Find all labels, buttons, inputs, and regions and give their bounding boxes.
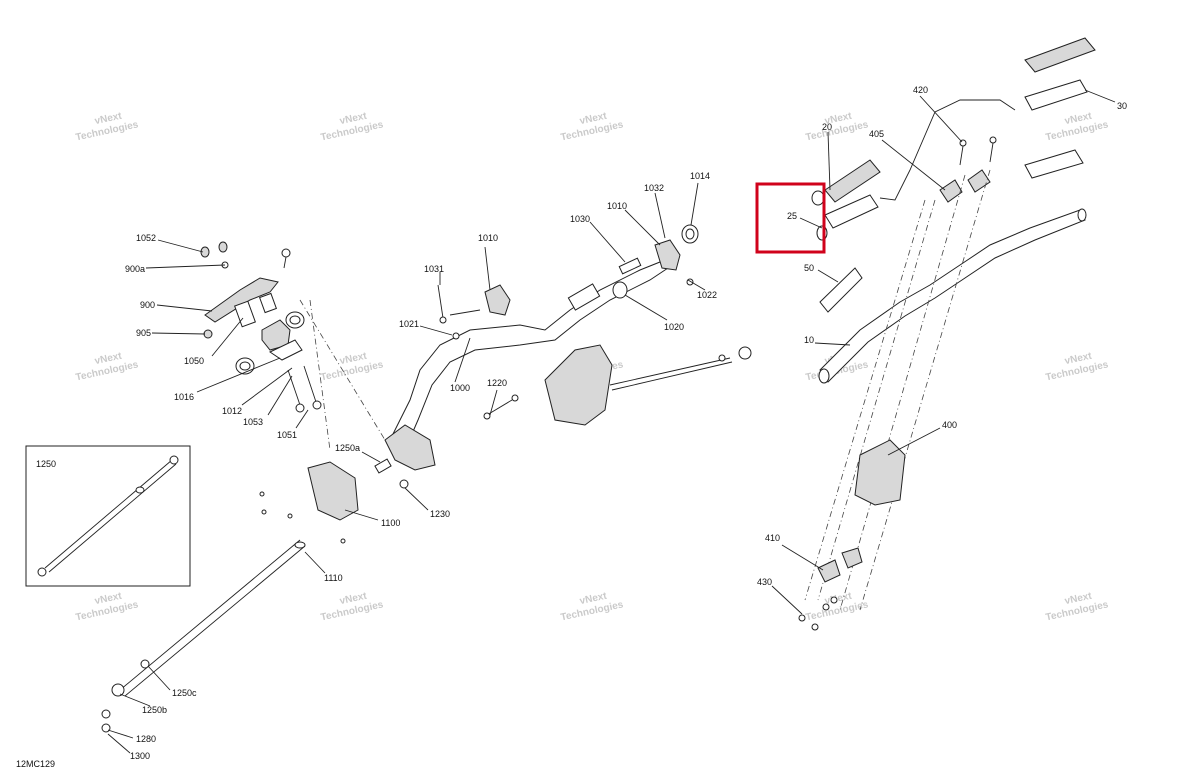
highlight-box (755, 182, 826, 254)
callout-label: 1250a (335, 443, 360, 453)
callout-labels: 1052 900a 900 905 1050 1016 1012 1053 10… (125, 85, 1127, 761)
callout-label: 405 (869, 129, 884, 139)
nut-part (200, 246, 210, 258)
ball-joint-part (738, 346, 752, 360)
callout-label: 10 (804, 335, 814, 345)
clamp-block-part (258, 292, 278, 314)
callout-label: 1012 (222, 406, 242, 416)
clamp-part (268, 339, 303, 361)
callout-label: 410 (765, 533, 780, 543)
grip-sleeve-part (819, 267, 863, 313)
inset-label: 1250 (36, 459, 56, 469)
callout-label: 1053 (243, 417, 263, 427)
watermark: vNext Technologies (1045, 351, 1110, 384)
watermark: vNext Technologies (805, 591, 870, 624)
watermark: vNext Technologies (75, 351, 140, 384)
steering-column-assembly (101, 224, 752, 733)
callout-label: 1000 (450, 383, 470, 393)
grip-sleeve-part (1024, 79, 1088, 111)
washer-part (399, 479, 409, 489)
callout-label: 1250c (172, 688, 197, 698)
callout-label: 420 (913, 85, 928, 95)
callout-label: 1022 (697, 290, 717, 300)
callout-label: 1020 (664, 322, 684, 332)
leader-lines (107, 89, 1116, 754)
clamp-part (817, 559, 841, 583)
callout-label: 1052 (136, 233, 156, 243)
callout-label: 1032 (644, 183, 664, 193)
callout-label: 430 (757, 577, 772, 587)
callout-label: 1031 (424, 264, 444, 274)
callout-label: 25 (787, 211, 797, 221)
bolt-part (374, 458, 392, 474)
callout-label: 900a (125, 264, 145, 274)
callout-label: 30 (1117, 101, 1127, 111)
clamp-block-part (484, 284, 511, 316)
callout-label: 1010 (607, 201, 627, 211)
callout-label: 1010 (478, 233, 498, 243)
watermark: vNext Technologies (805, 111, 870, 144)
callout-label: 1110 (324, 573, 343, 583)
switch-housing-part (939, 179, 963, 203)
callout-label: 1280 (136, 734, 156, 744)
watermark: vNext Technologies (1045, 111, 1110, 144)
callout-label: 1014 (690, 171, 710, 181)
steering-box-part (544, 344, 613, 426)
watermark: vNext Technologies (560, 111, 625, 144)
mount-plate-part (204, 277, 279, 323)
washer-part (203, 329, 213, 339)
switch-housing-part (967, 169, 991, 193)
callout-label: 1030 (570, 214, 590, 224)
callout-label: 20 (822, 122, 832, 132)
callout-label: 1021 (399, 319, 419, 329)
callout-label: 905 (136, 328, 151, 338)
callout-label: 1300 (130, 751, 150, 761)
grip-part (1024, 37, 1096, 73)
callout-label: 1100 (381, 518, 400, 528)
ball-joint-part (111, 683, 125, 697)
washer-part (101, 723, 111, 733)
clamp-block-part (654, 239, 681, 271)
sleeve-part (618, 257, 642, 275)
riser-clamp-assembly (200, 241, 386, 451)
riser-block-part (854, 439, 906, 506)
callout-label: 1051 (277, 430, 297, 440)
bushing-part (612, 281, 628, 299)
watermark: vNext Technologies (320, 111, 385, 144)
column-bracket-part (384, 424, 436, 471)
inset-1250: 1250 (25, 445, 191, 587)
watermark: vNext Technologies (1045, 591, 1110, 624)
inset-frame (25, 445, 191, 587)
callout-label: 50 (804, 263, 814, 273)
nut-part (101, 709, 111, 719)
callout-label: 1250b (142, 705, 167, 715)
watermark: vNext Technologies (320, 591, 385, 624)
clamp-block-part (234, 300, 256, 328)
watermark: vNext Technologies (320, 351, 385, 384)
callout-label: 1230 (430, 509, 450, 519)
nut-part (218, 241, 228, 253)
watermark: vNext Technologies (75, 591, 140, 624)
heating-element-part (824, 194, 879, 229)
sleeve-part (567, 283, 601, 311)
watermark: vNext Technologies (560, 591, 625, 624)
watermark: vNext Technologies (75, 111, 140, 144)
callout-label: 1050 (184, 356, 204, 366)
handlebar-part (819, 209, 1086, 383)
callout-label: 400 (942, 420, 957, 430)
callout-label: 1220 (487, 378, 507, 388)
clamp-part (841, 547, 863, 569)
steering-arm-part (307, 461, 359, 521)
callout-label: 900 (140, 300, 155, 310)
callout-label: 1016 (174, 392, 194, 402)
grip-part (824, 159, 881, 203)
screw-head-part (281, 248, 291, 258)
grip-sleeve-part (1024, 149, 1084, 179)
diagram-code: 12MC129 (16, 759, 55, 769)
